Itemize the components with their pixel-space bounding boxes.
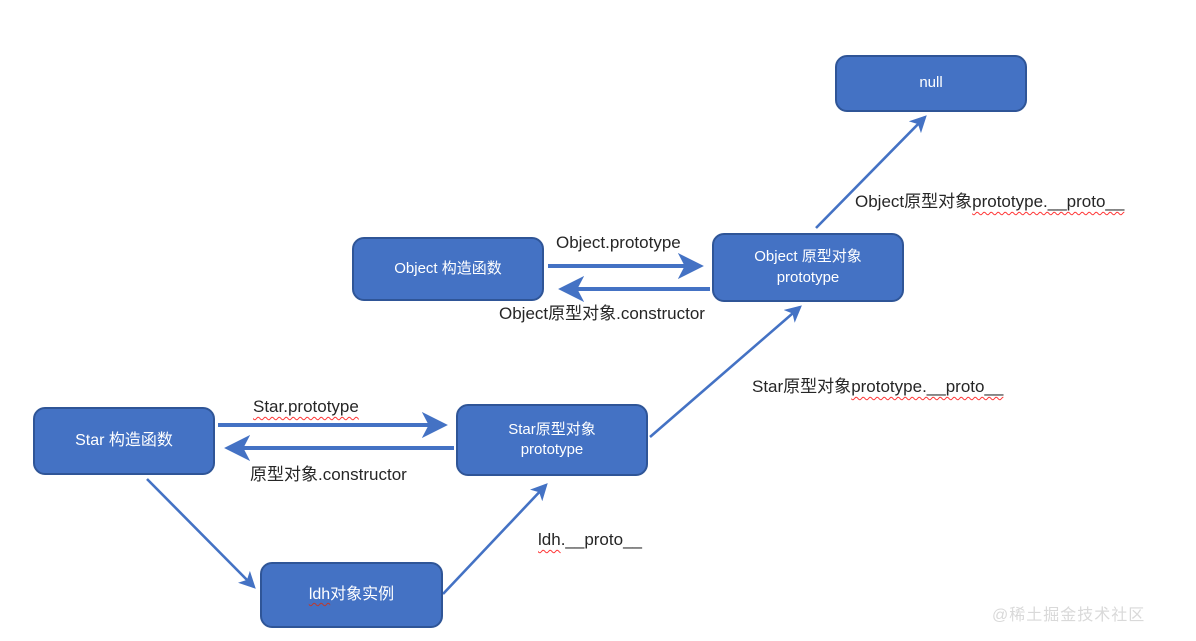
node-star-prototype-line2: prototype	[520, 441, 584, 458]
node-null: null	[835, 55, 1027, 112]
label-object-constructor: Object原型对象.constructor	[499, 299, 705, 324]
label-object-constructor-text: Object原型对象.constructor	[499, 304, 705, 323]
watermark: @稀土掘金技术社区	[992, 601, 1188, 625]
label-object-prototype-text: Object.prototype	[556, 233, 681, 252]
node-null-label: null	[919, 74, 943, 92]
arrow-ldh-to-starproto	[442, 483, 548, 595]
label-star-constructor: 原型对象.constructor	[250, 460, 407, 485]
label-star-proto-underlined: prototype.__proto__	[851, 377, 1004, 396]
label-object-proto-underlined: prototype.__proto__	[972, 192, 1125, 211]
label-object-proto-plain: Object原型对象	[855, 192, 973, 211]
node-star-constructor-label: Star 构造函数	[75, 432, 173, 450]
arrow-star-to-ldh	[146, 478, 256, 589]
label-object-proto: Object原型对象prototype.__proto__	[855, 187, 1124, 212]
node-ldh-instance-rest: 对象实例	[330, 586, 395, 604]
label-star-constructor-text: 原型对象.constructor	[250, 465, 407, 484]
watermark-text: @稀土掘金技术社区	[992, 607, 1146, 624]
node-ldh-instance-name: ldh	[308, 586, 331, 604]
node-object-constructor: Object 构造函数	[352, 237, 544, 301]
node-star-prototype: Star原型对象 prototype	[456, 404, 648, 476]
node-object-prototype-line2: prototype	[776, 268, 840, 286]
label-ldh-proto-plain: .__proto__	[560, 530, 642, 549]
label-star-proto: Star原型对象prototype.__proto__	[752, 372, 1003, 397]
label-star-prototype: Star.prototype	[253, 397, 359, 417]
node-star-constructor: Star 构造函数	[33, 407, 215, 475]
label-ldh-proto: ldh.__proto__	[538, 530, 642, 550]
node-star-prototype-line1: Star原型对象	[508, 420, 596, 438]
node-object-constructor-label: Object 构造函数	[394, 259, 502, 277]
label-object-prototype: Object.prototype	[556, 233, 681, 253]
node-object-prototype-line1: Object 原型对象	[754, 248, 862, 266]
node-object-prototype: Object 原型对象 prototype	[712, 233, 904, 302]
label-ldh-proto-underlined: ldh	[538, 530, 561, 549]
node-ldh-instance: ldh 对象实例	[260, 562, 443, 628]
arrow-objectproto-to-null	[815, 115, 927, 229]
label-star-prototype-text: Star.prototype	[253, 397, 359, 416]
label-star-proto-plain: Star原型对象	[752, 377, 852, 396]
arrow-starproto-to-objectproto	[649, 305, 802, 438]
